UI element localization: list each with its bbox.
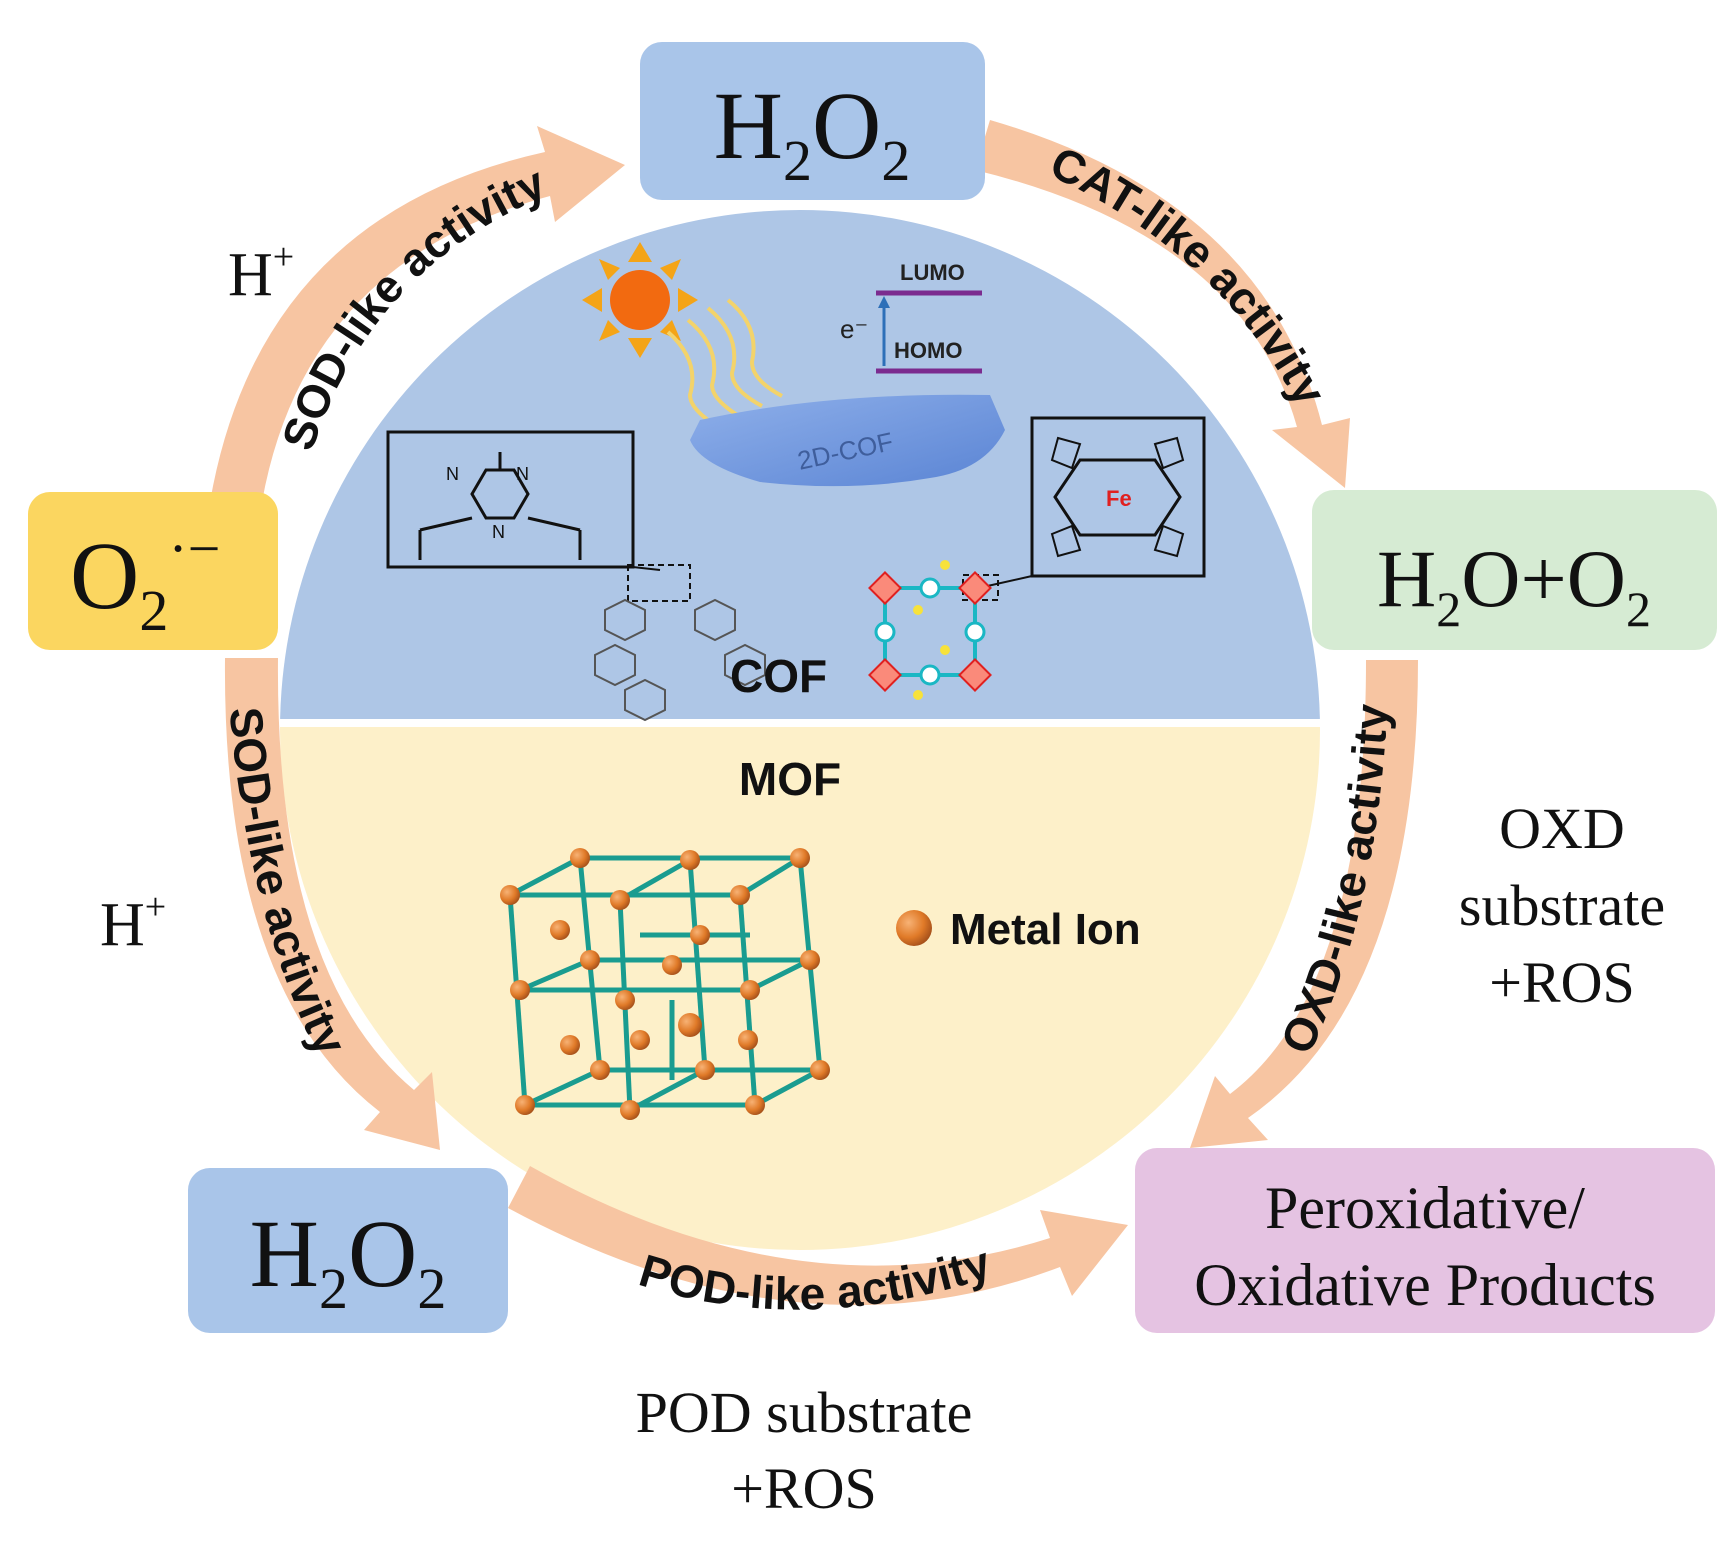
svg-text:Peroxidative/: Peroxidative/ bbox=[1265, 1175, 1585, 1241]
water-oxygen-node: H2O+O2 bbox=[1312, 490, 1717, 650]
metal-ion-icon bbox=[896, 910, 932, 946]
svg-text:Fe: Fe bbox=[1106, 486, 1132, 511]
oxd-substrate-line2: substrate bbox=[1459, 873, 1665, 938]
pod-substrate-line2: +ROS bbox=[731, 1456, 877, 1521]
svg-text:H2O2: H2O2 bbox=[250, 1200, 447, 1321]
light-rays bbox=[666, 298, 783, 430]
porphyrin-inset: Fe bbox=[982, 416, 1206, 588]
svg-text:Oxidative Products: Oxidative Products bbox=[1194, 1252, 1656, 1318]
triazine-framework bbox=[594, 564, 766, 722]
mof-label: MOF bbox=[739, 753, 841, 805]
sun-icon bbox=[582, 242, 698, 358]
products-node: Peroxidative/ Oxidative Products bbox=[1135, 1148, 1715, 1333]
h2o2-bottom-node: H2O2 bbox=[188, 1168, 508, 1333]
metal-ion-nodes bbox=[500, 848, 830, 1120]
cof-label: COF bbox=[730, 650, 827, 702]
svg-text:HOMO: HOMO bbox=[894, 338, 962, 363]
metal-ion-legend: Metal Ion bbox=[896, 905, 1141, 954]
oxd-substrate-line1: OXD bbox=[1499, 796, 1625, 861]
pod-arrow bbox=[508, 1166, 1128, 1306]
svg-text:H2O2: H2O2 bbox=[714, 72, 911, 193]
svg-text:H2O+O2: H2O+O2 bbox=[1377, 533, 1651, 637]
svg-text:N: N bbox=[446, 464, 459, 484]
2d-cof-sheet: 2D-COF bbox=[690, 394, 1005, 487]
superoxide-node: O2·− bbox=[28, 492, 278, 650]
proton-upper-label: H+ bbox=[228, 236, 294, 309]
svg-text:N: N bbox=[516, 464, 529, 484]
cycle-arrows bbox=[210, 120, 1418, 1306]
porphyrin-framework bbox=[868, 560, 999, 700]
homo-lumo-diagram: LUMO HOMO e⁻ bbox=[840, 260, 982, 374]
pod-substrate-line1: POD substrate bbox=[636, 1380, 973, 1445]
sod-upper-arrow bbox=[210, 126, 625, 502]
svg-text:LUMO: LUMO bbox=[900, 260, 965, 285]
svg-text:N: N bbox=[492, 522, 505, 542]
proton-lower-label: H+ bbox=[100, 886, 166, 959]
svg-text:e⁻: e⁻ bbox=[840, 314, 868, 344]
svg-text:Metal Ion: Metal Ion bbox=[950, 905, 1141, 954]
triazine-inset: N N N bbox=[386, 430, 661, 571]
cat-arrow bbox=[975, 120, 1350, 488]
oxd-substrate-line3: +ROS bbox=[1489, 950, 1635, 1015]
svg-text:O2·−: O2·− bbox=[70, 516, 220, 643]
sod-lower-arrow bbox=[224, 658, 440, 1150]
h2o2-top-node: H2O2 bbox=[640, 42, 985, 200]
oxd-arrow bbox=[1190, 660, 1418, 1148]
